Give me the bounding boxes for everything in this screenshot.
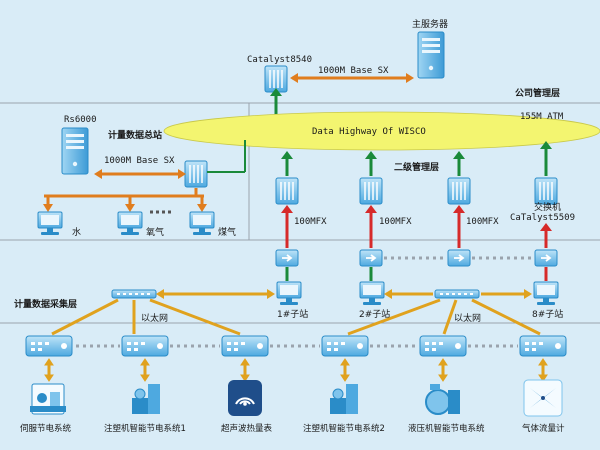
hydraulic-press-icon: [425, 384, 460, 415]
catalyst8540-label: Catalyst8540: [247, 55, 312, 65]
device-4-icon: [321, 335, 369, 357]
drop-water-head: [43, 204, 53, 212]
sub8-arrowhead: [524, 289, 532, 299]
switch-2-icon: [359, 177, 383, 205]
green-arrowhead-3: [453, 151, 465, 159]
hub-left-to-dev1: [51, 298, 119, 336]
double-arrow-5: [438, 358, 448, 382]
dev-flow-label: 气体流量计: [522, 423, 565, 434]
device-3-icon: [221, 335, 269, 357]
double-arrow-3: [240, 358, 250, 382]
rs6000-label: Rs6000: [64, 115, 97, 125]
device-1-icon: [25, 335, 73, 357]
sub1-label: 1#子站: [277, 308, 308, 320]
mfx-1-label: 100MFX: [294, 217, 327, 227]
substation-2-pc-icon: [359, 281, 385, 306]
oxygen-label: 氧气: [146, 226, 164, 238]
company-layer-label: 公司管理层: [515, 87, 560, 99]
double-arrow-6: [538, 358, 548, 382]
repeater-1-icon: [275, 249, 299, 267]
sub1-arrowhead: [267, 289, 275, 299]
link-1000m-left-label: 1000M Base SX: [104, 156, 175, 166]
collect-layer-label: 计量数据采集层: [14, 298, 77, 310]
red-arrowhead-3: [453, 205, 465, 213]
switch-3-icon: [447, 177, 471, 205]
gas-flowmeter-icon: [523, 379, 563, 417]
double-arrow-2: [140, 358, 150, 382]
wisco-highway-label: Data Highway Of WISCO: [312, 127, 426, 137]
dev-inj2-label: 注塑机智能节电系统2: [303, 423, 385, 434]
main-server-label: 主服务器: [412, 18, 448, 30]
dev-servo-label: 伺服节电系统: [20, 423, 72, 434]
hub-right-to-dev4: [347, 298, 441, 336]
second-layer-label: 二级管理层: [394, 161, 439, 173]
red-arrowhead-1: [281, 205, 293, 213]
substation-8-pc-icon: [533, 281, 559, 306]
arrowhead-left: [290, 73, 298, 83]
metering-switch-icon: [184, 160, 208, 188]
main-server-icon: [417, 31, 445, 79]
catalyst5509-label: CaTalyst5509: [510, 213, 575, 223]
arrowhead-right: [406, 73, 414, 83]
mfx-3-label: 100MFX: [466, 217, 499, 227]
dev-inj1-label: 注塑机智能节电系统1: [104, 423, 186, 434]
water-label: 水: [72, 226, 81, 238]
sub2-arrowhead: [384, 289, 392, 299]
repeater-3-icon: [447, 249, 471, 267]
drop-oxygen-head: [125, 204, 135, 212]
right-hub-icon: [434, 289, 480, 299]
oxygen-pc-icon: [117, 211, 143, 236]
rs6000-server-icon: [61, 127, 89, 175]
gas-label: 煤气: [218, 226, 236, 238]
green-arrowhead-4: [540, 141, 552, 149]
switch-1-icon: [275, 177, 299, 205]
device-6-icon: [519, 335, 567, 357]
repeater-4-icon: [534, 249, 558, 267]
drop-gas-head: [197, 204, 207, 212]
water-pc-icon: [37, 211, 63, 236]
mfx-2-label: 100MFX: [379, 217, 412, 227]
arrowhead-rs-right: [178, 169, 186, 179]
green-arrowhead-2: [365, 151, 377, 159]
hub-right-to-dev6: [471, 298, 541, 336]
arrowhead-rs-left: [94, 169, 102, 179]
gas-pc-icon: [189, 211, 215, 236]
green-arrowhead-1: [281, 151, 293, 159]
atm-label: 155M ATM: [520, 112, 564, 122]
switch-label: 交换机: [534, 201, 561, 213]
hub-left-to-dev3: [149, 298, 241, 336]
device-2-icon: [121, 335, 169, 357]
red-arrowhead-4: [540, 223, 552, 231]
repeater-2-icon: [359, 249, 383, 267]
metering-master-label: 计量数据总站: [108, 129, 162, 141]
device-5-icon: [419, 335, 467, 357]
hub-left-arrowhead: [156, 289, 164, 299]
servo-system-icon: [30, 383, 66, 415]
red-arrowhead-2: [365, 205, 377, 213]
injection-machine-1-icon: [132, 384, 160, 414]
double-arrow-1: [44, 358, 54, 382]
ultrasonic-meter-icon: [228, 380, 262, 416]
ethernet-left-label: 以太网: [141, 312, 168, 324]
hub-right-to-dev5: [442, 299, 458, 335]
ethernet-right-label: 以太网: [454, 312, 481, 324]
catalyst5509-icon: [534, 177, 558, 205]
injection-machine-2-icon: [330, 384, 358, 414]
green-arrowhead-8540: [270, 88, 282, 96]
wisco-highway-ellipse: [163, 111, 600, 151]
sub8-label: 8#子站: [532, 308, 563, 320]
sub2-label: 2#子站: [359, 308, 390, 320]
dev-hydro-label: 液压机智能节电系统: [408, 423, 485, 434]
double-arrow-4: [340, 358, 350, 382]
left-hub-icon: [111, 289, 157, 299]
link-1000m-top-label: 1000M Base SX: [318, 66, 389, 76]
substation-1-pc-icon: [276, 281, 302, 306]
dev-ultra-label: 超声波热量表: [221, 423, 273, 434]
